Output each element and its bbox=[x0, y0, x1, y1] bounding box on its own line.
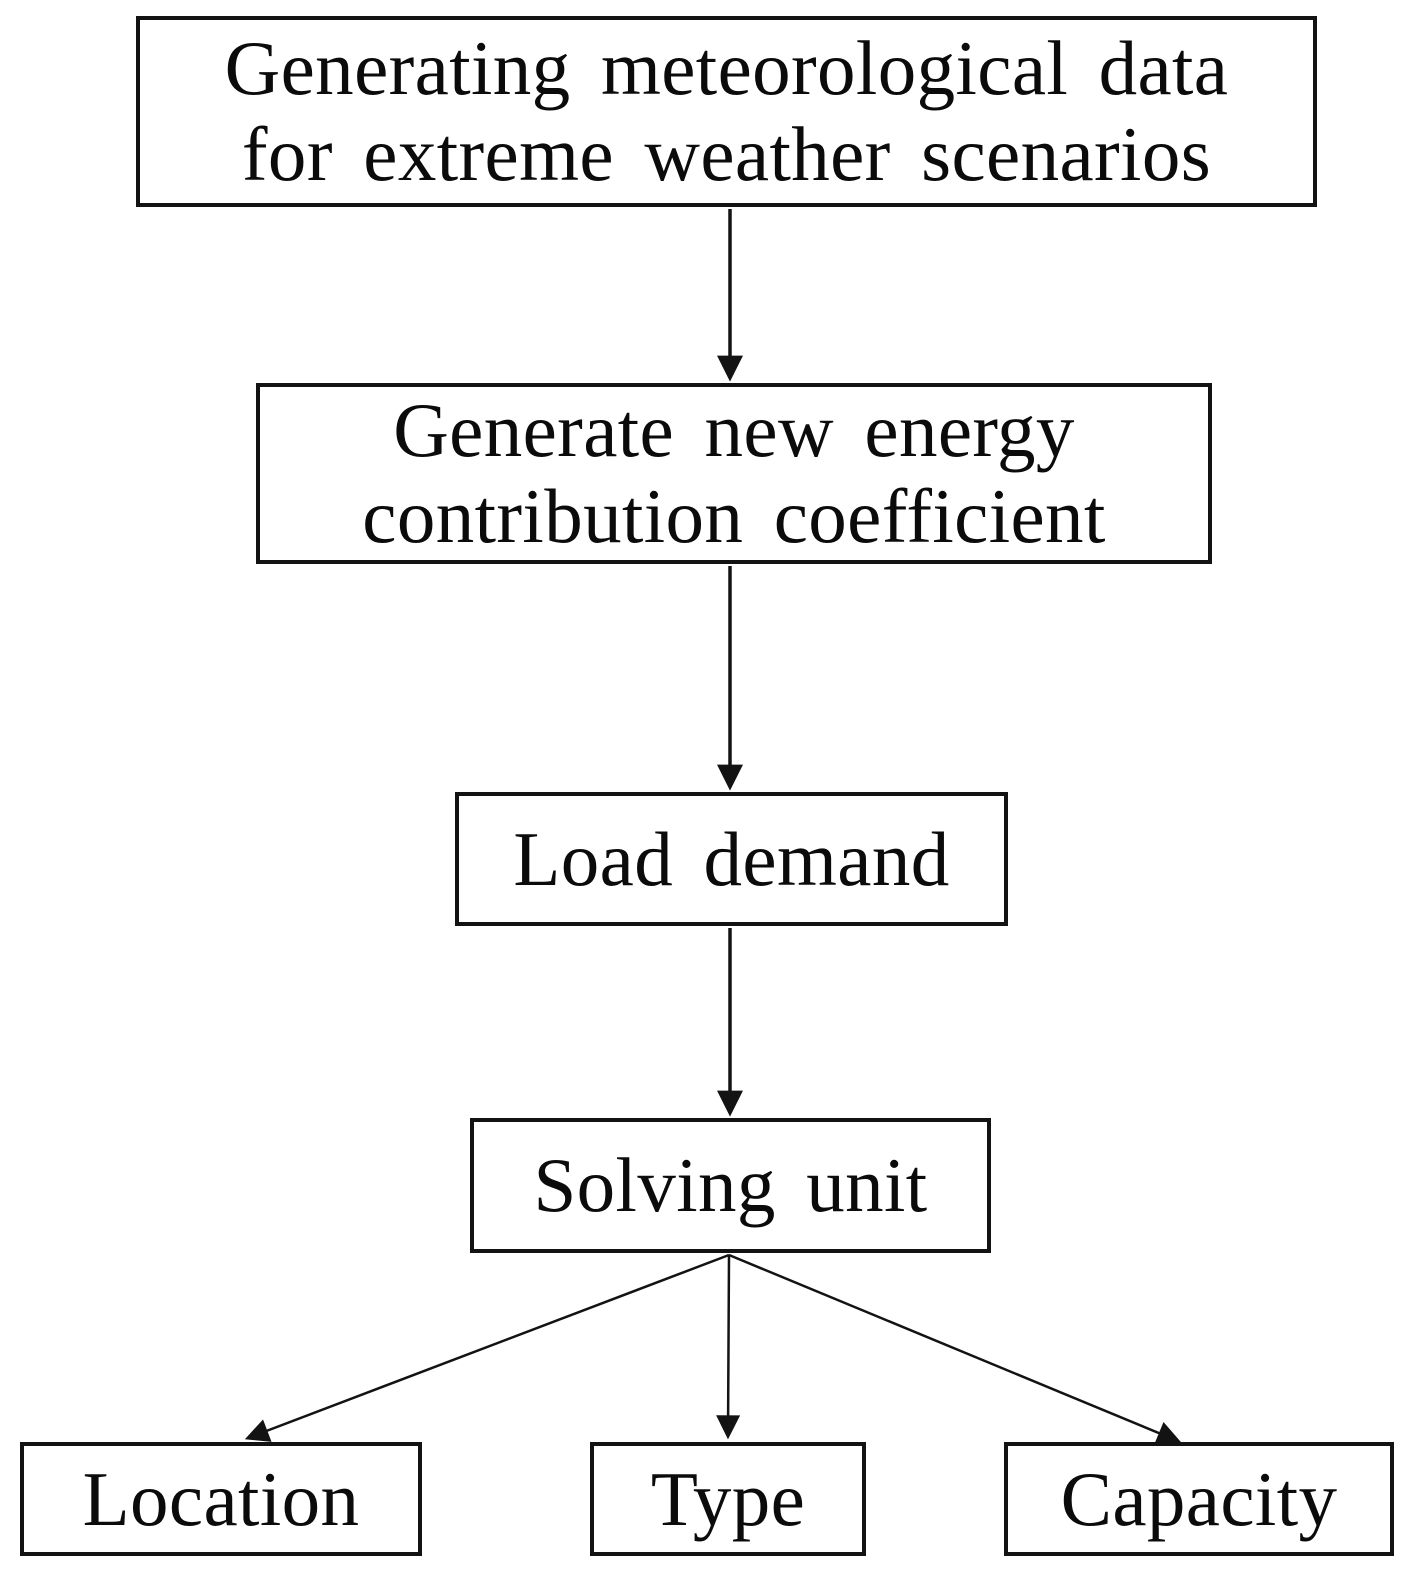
node-capacity: Capacity bbox=[1004, 1442, 1394, 1556]
node-generating-meteorological-data: Generating meteorological data for extre… bbox=[136, 16, 1317, 207]
edge-solving-unit-to-type bbox=[716, 1254, 741, 1440]
node-type: Type bbox=[590, 1442, 866, 1556]
node-capacity-label: Capacity bbox=[1060, 1455, 1338, 1542]
edge-solving-unit-to-location bbox=[244, 1253, 730, 1442]
node-solving-unit-label: Solving unit bbox=[533, 1142, 928, 1228]
node-location: Location bbox=[20, 1442, 422, 1556]
node-solving-unit: Solving unit bbox=[470, 1118, 991, 1253]
node-load-demand: Load demand bbox=[455, 792, 1008, 926]
node-generate-new-energy-contribution-coefficient: Generate new energy contribution coeffic… bbox=[256, 383, 1212, 564]
node-generating-meteorological-data-label: Generating meteorological data for extre… bbox=[224, 25, 1229, 197]
edge-solving-unit-to-capacity bbox=[728, 1253, 1182, 1445]
node-load-demand-label: Load demand bbox=[513, 815, 950, 902]
node-generate-new-energy-contribution-coefficient-label: Generate new energy contribution coeffic… bbox=[362, 387, 1106, 559]
node-location-label: Location bbox=[82, 1455, 360, 1542]
node-type-label: Type bbox=[650, 1455, 806, 1542]
